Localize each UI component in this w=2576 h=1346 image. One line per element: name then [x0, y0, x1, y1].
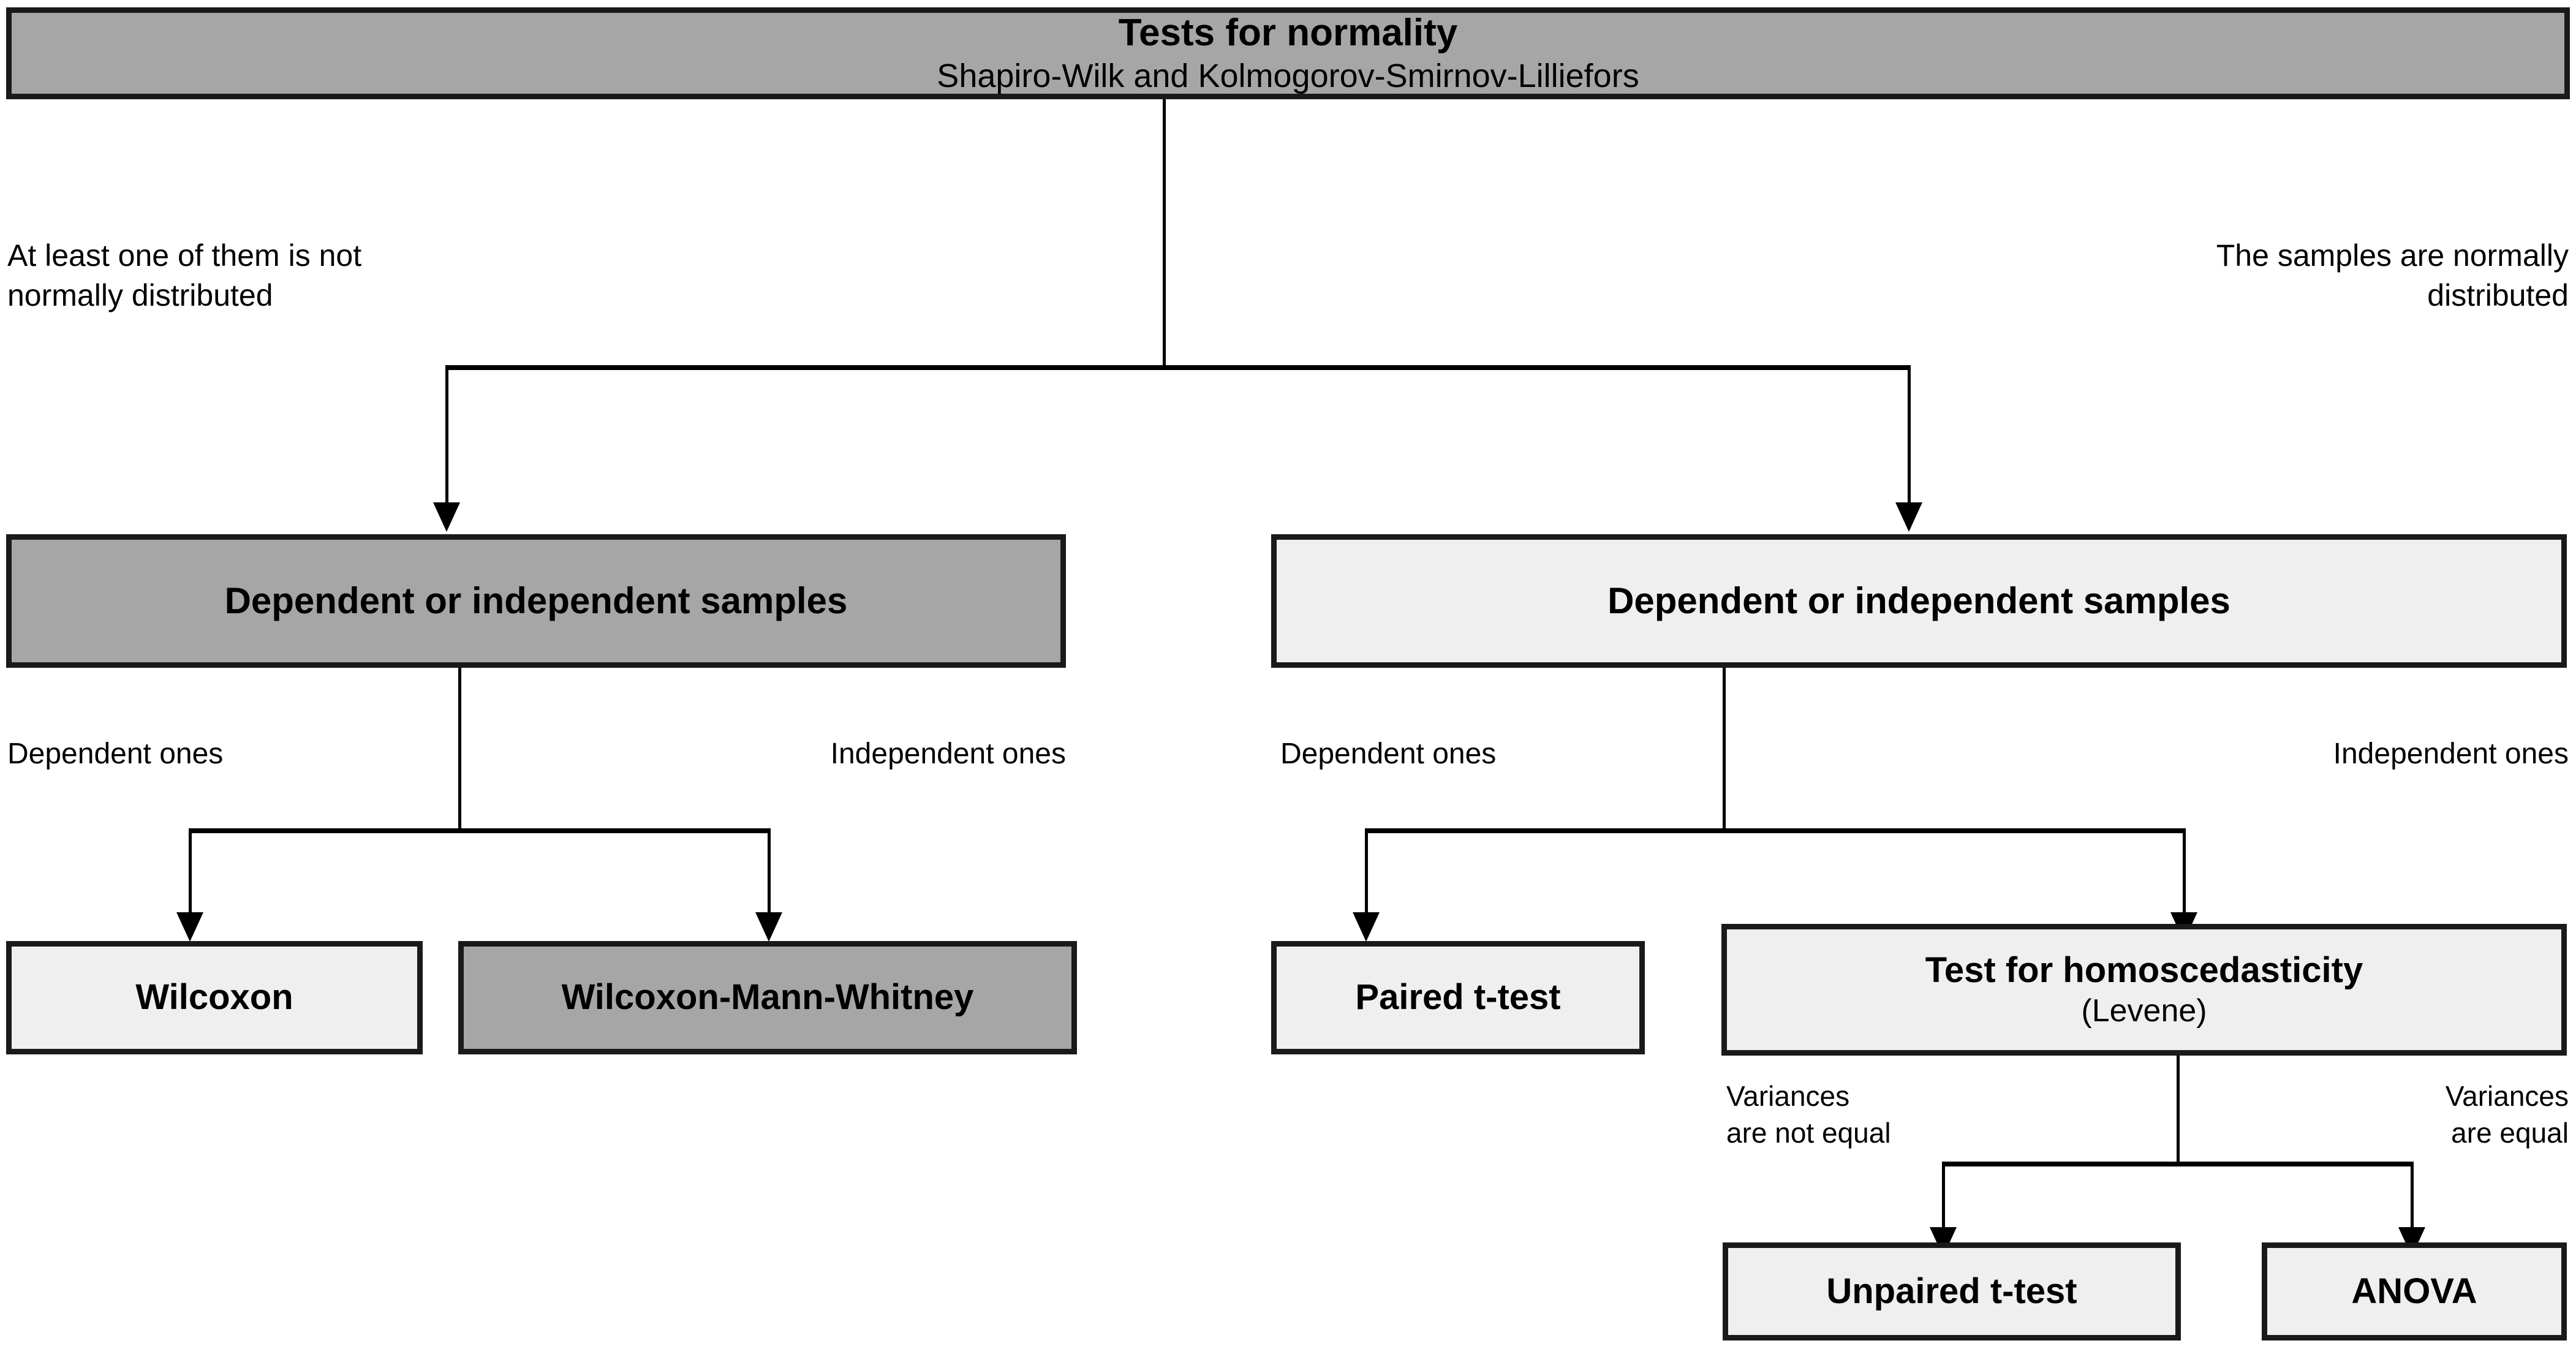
edge-label-independent-ones-right: Independent ones: [2333, 738, 2569, 770]
connector-right-bar: [1365, 828, 2186, 833]
arrow-to-nonparametric-samples: [433, 502, 460, 532]
edge-label-dependent-ones-right: Dependent ones: [1280, 738, 1497, 770]
connector-left-drop-wilcoxon: [189, 831, 192, 917]
node-tests-for-normality[interactable]: Tests for normality Shapiro-Wilk and Kol…: [6, 7, 2570, 99]
node-samples-nonparametric[interactable]: Dependent or independent samples: [6, 534, 1066, 668]
edge-label-variances-not-equal: Variances are not equal: [1726, 1080, 1891, 1149]
node-samples-parametric[interactable]: Dependent or independent samples: [1271, 534, 2567, 668]
node-tests-for-normality-title: Tests for normality: [1118, 12, 1458, 55]
connector-left-bar: [189, 828, 771, 833]
node-wilcoxon-title: Wilcoxon: [135, 977, 293, 1018]
node-wilcoxon[interactable]: Wilcoxon: [6, 941, 423, 1054]
connector-left-stem: [458, 668, 461, 832]
connector-levene-drop-anova: [2411, 1164, 2414, 1231]
connector-left-drop-wmw: [768, 831, 771, 917]
node-homoscedasticity-title: Test for homoscedasticity: [1925, 950, 2363, 990]
node-tests-for-normality-subtitle: Shapiro-Wilk and Kolmogorov-Smirnov-Lill…: [937, 58, 1639, 95]
connector-root-bar: [445, 365, 1911, 370]
node-homoscedasticity-subtitle: (Levene): [2081, 992, 2207, 1029]
connector-levene-bar: [1942, 1162, 2414, 1166]
connector-right-drop-levene: [2183, 831, 2186, 917]
node-paired-t-test[interactable]: Paired t-test: [1271, 941, 1645, 1054]
connector-levene-stem: [2177, 1056, 2180, 1166]
connector-levene-drop-unpaired: [1942, 1164, 1945, 1231]
node-samples-nonparametric-title: Dependent or independent samples: [224, 580, 848, 622]
node-homoscedasticity[interactable]: Test for homoscedasticity (Levene): [1721, 924, 2567, 1056]
node-wilcoxon-mann-whitney-title: Wilcoxon-Mann-Whitney: [561, 977, 974, 1018]
arrow-to-wilcoxon-mann-whitney: [755, 912, 782, 942]
edge-label-independent-ones-left: Independent ones: [830, 738, 1066, 770]
node-anova-title: ANOVA: [2351, 1271, 2477, 1311]
connector-root-stem: [1163, 99, 1166, 368]
connector-right-drop-paired: [1365, 831, 1368, 917]
node-unpaired-t-test[interactable]: Unpaired t-test: [1723, 1242, 2181, 1340]
connector-right-stem: [1723, 668, 1726, 832]
node-anova[interactable]: ANOVA: [2262, 1242, 2567, 1340]
connector-root-right-drop: [1908, 368, 1911, 505]
node-paired-t-test-title: Paired t-test: [1355, 977, 1561, 1018]
edge-label-variances-equal: Variances are equal: [2445, 1080, 2569, 1149]
edge-label-not-normally-distributed: At least one of them is not normally dis…: [7, 238, 362, 312]
arrow-to-wilcoxon: [176, 912, 203, 942]
node-wilcoxon-mann-whitney[interactable]: Wilcoxon-Mann-Whitney: [458, 941, 1077, 1054]
edge-label-dependent-ones-left: Dependent ones: [7, 738, 224, 770]
arrow-to-parametric-samples: [1895, 502, 1922, 532]
connector-root-left-drop: [445, 368, 448, 505]
edge-label-normally-distributed: The samples are normally distributed: [2216, 238, 2569, 312]
node-unpaired-t-test-title: Unpaired t-test: [1826, 1271, 2077, 1311]
arrow-to-paired-t-test: [1353, 912, 1380, 942]
node-samples-parametric-title: Dependent or independent samples: [1607, 580, 2230, 622]
